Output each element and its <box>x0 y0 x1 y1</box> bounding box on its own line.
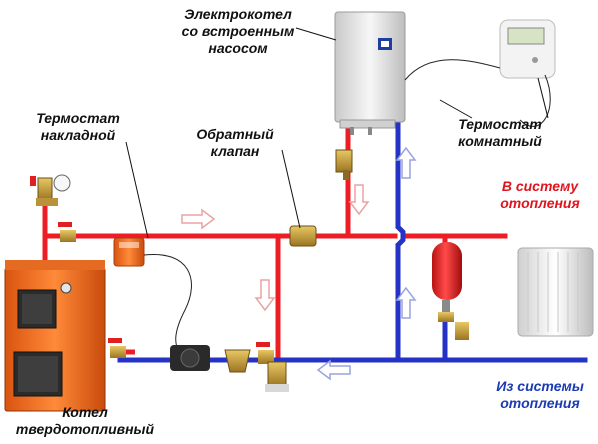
overlay-thermostat <box>113 237 192 357</box>
expansion-tank <box>432 242 469 360</box>
solid-fuel-boiler <box>4 260 106 412</box>
air-vent <box>30 176 36 186</box>
label-to-heating: В систему отопления <box>500 178 580 211</box>
ball-valves <box>58 222 274 364</box>
label-solid-boiler: Котел твердотопливный <box>15 404 155 437</box>
arrow-up-return <box>395 286 417 319</box>
arrow-down-return <box>348 184 370 216</box>
label-check-valve: Обратный клапан <box>196 126 274 159</box>
mesh-filter <box>224 349 251 373</box>
safety-group <box>36 174 71 206</box>
return-arrows <box>316 146 417 381</box>
radiator <box>517 247 594 337</box>
room-thermostat <box>499 19 556 79</box>
check-valve-upper <box>335 149 353 180</box>
pipe-crossover <box>395 224 406 248</box>
flow-arrows <box>181 184 370 312</box>
label-thermostat-overlay: Термостат накладной <box>36 110 120 143</box>
label-from-heating: Из системы отопления <box>496 378 584 411</box>
arrow-left-return <box>316 359 351 381</box>
label-electric-boiler: Электрокотел со встроенным насосом <box>181 6 295 56</box>
label-thermostat-room: Термостат комнатный <box>458 116 542 149</box>
check-valve-supply <box>289 225 317 247</box>
electric-boiler <box>334 11 406 135</box>
circulation-pump <box>170 345 210 371</box>
arrow-right-supply <box>181 208 216 230</box>
three-way-valve <box>265 361 289 392</box>
arrow-up-electric <box>395 146 417 179</box>
arrow-down-bypass <box>254 279 276 312</box>
